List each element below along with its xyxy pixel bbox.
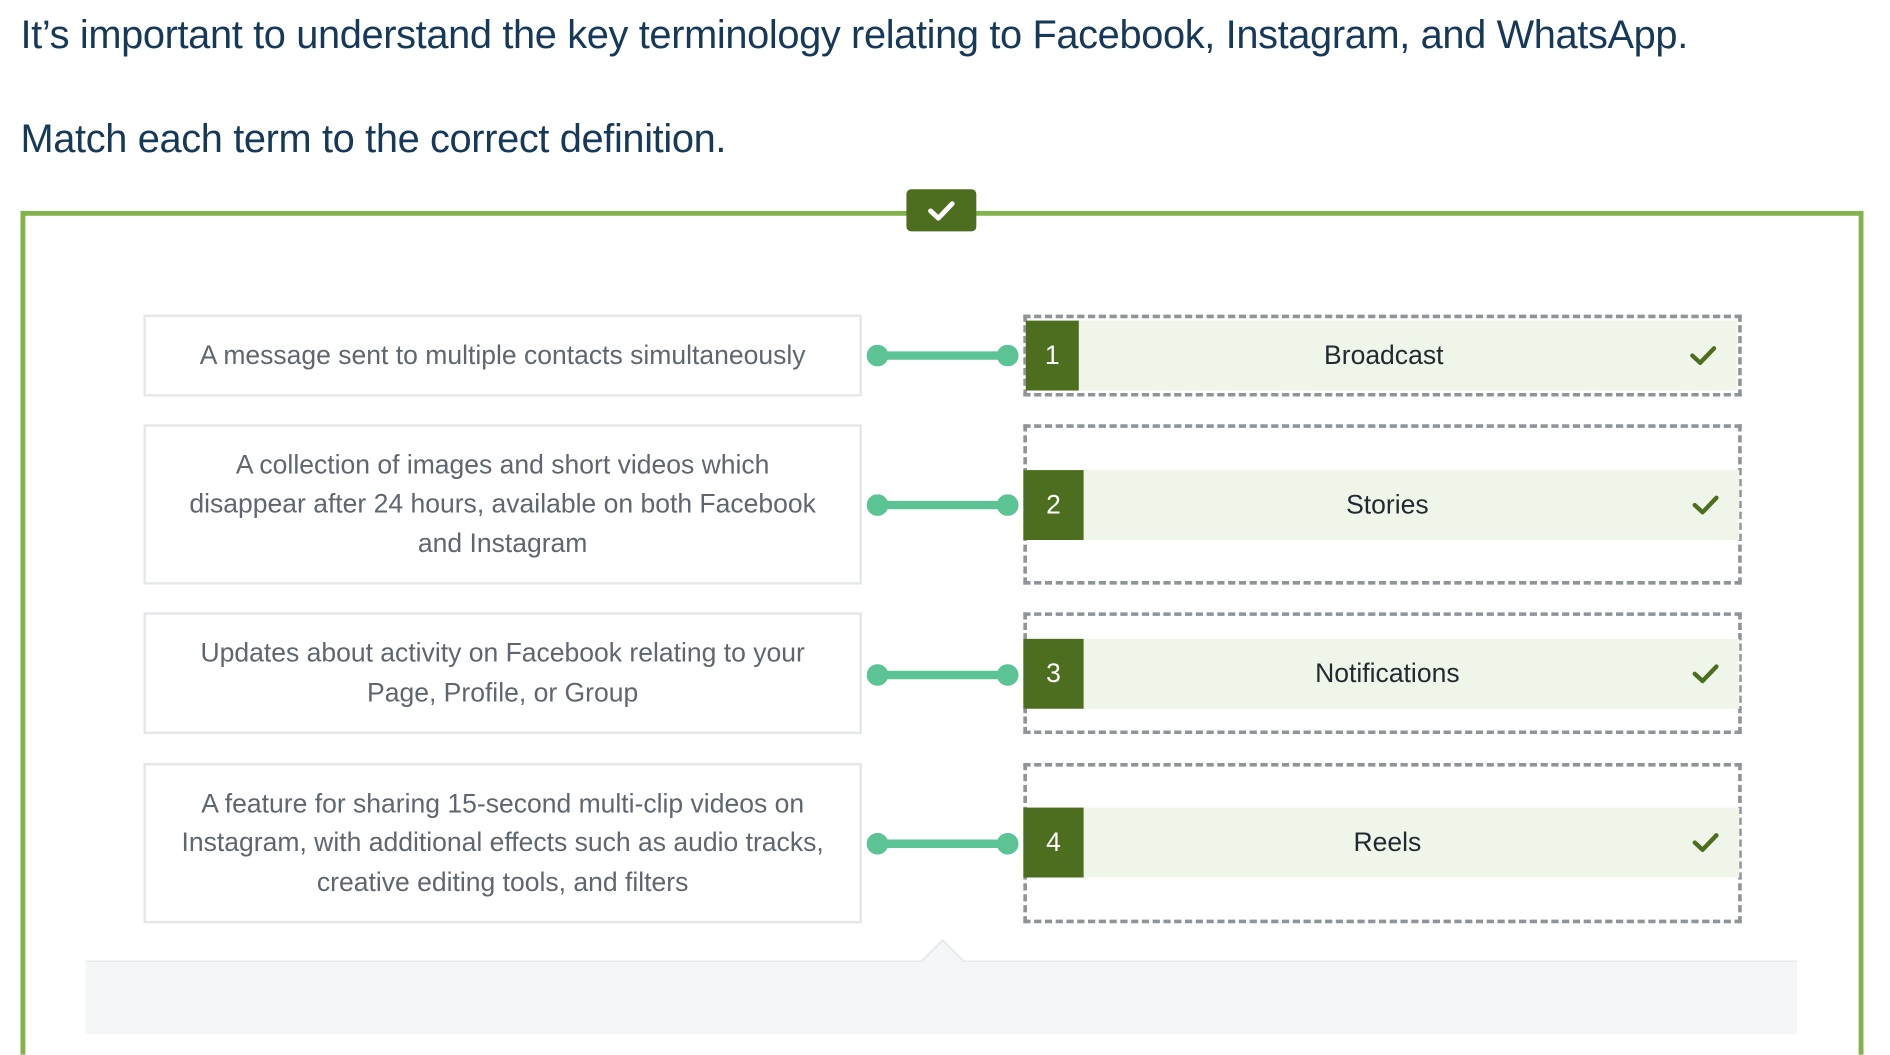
term-card-notifications[interactable]: 3 Notifications [1023,638,1740,709]
term-drop-zone[interactable] [1023,314,1742,397]
definition-card: A collection of images and short videos … [143,424,862,585]
term-number: 3 [1023,638,1084,709]
term-label: Reels [1353,826,1422,858]
intro-text: It’s important to understand the key ter… [20,12,1688,57]
match-connector [866,494,1019,516]
match-connector [866,832,1019,855]
check-icon [928,200,955,220]
term-card-reels[interactable]: 4 Reels [1023,807,1740,878]
feedback-area [85,960,1798,1035]
match-connector [866,664,1019,686]
definition-text: A message sent to multiple contacts simu… [199,339,806,370]
feedback-pointer-fill [922,941,964,962]
definition-card: A feature for sharing 15-second multi-cl… [143,762,862,924]
activity-status-badge [906,189,977,232]
definition-text: A feature for sharing 15-second multi-cl… [181,788,824,897]
check-icon [1690,346,1717,365]
match-connector [866,344,1019,367]
page: It’s important to understand the key ter… [20,12,1864,1055]
definition-card: A message sent to multiple contacts simu… [143,314,862,397]
definition-text: Updates about activity on Facebook relat… [200,637,805,707]
definition-card: Updates about activity on Facebook relat… [143,612,862,735]
term-number: 1 [1025,320,1079,391]
term-label: Stories [1346,489,1429,520]
check-icon [1692,833,1719,852]
term-label: Broadcast [1324,339,1444,371]
definition-text: A collection of images and short videos … [189,449,816,558]
term-card-broadcast[interactable]: 1 Broadcast [1025,320,1737,391]
term-number: 4 [1023,807,1084,878]
check-icon [1692,495,1719,515]
term-label: Notifications [1315,658,1460,689]
check-icon [1692,664,1719,684]
instruction-text: Match each term to the correct definitio… [20,115,727,161]
term-number: 2 [1023,470,1084,540]
term-card-stories[interactable]: 2 Stories [1023,470,1740,540]
